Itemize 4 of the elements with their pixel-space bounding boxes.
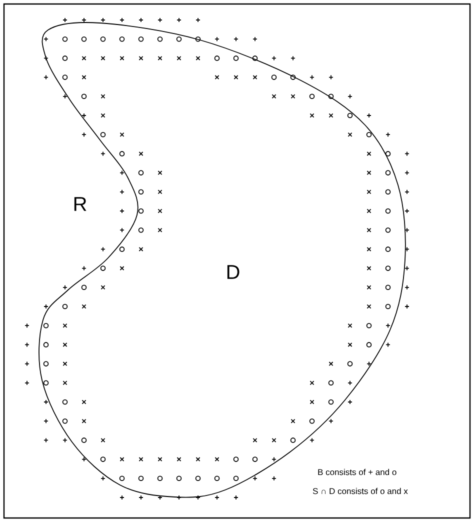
region-label: D bbox=[227, 265, 240, 279]
legend-note: B consists of + and o bbox=[318, 468, 396, 476]
legend-note: S ∩ D consists of o and x bbox=[312, 488, 408, 494]
region-label: R bbox=[74, 197, 86, 211]
